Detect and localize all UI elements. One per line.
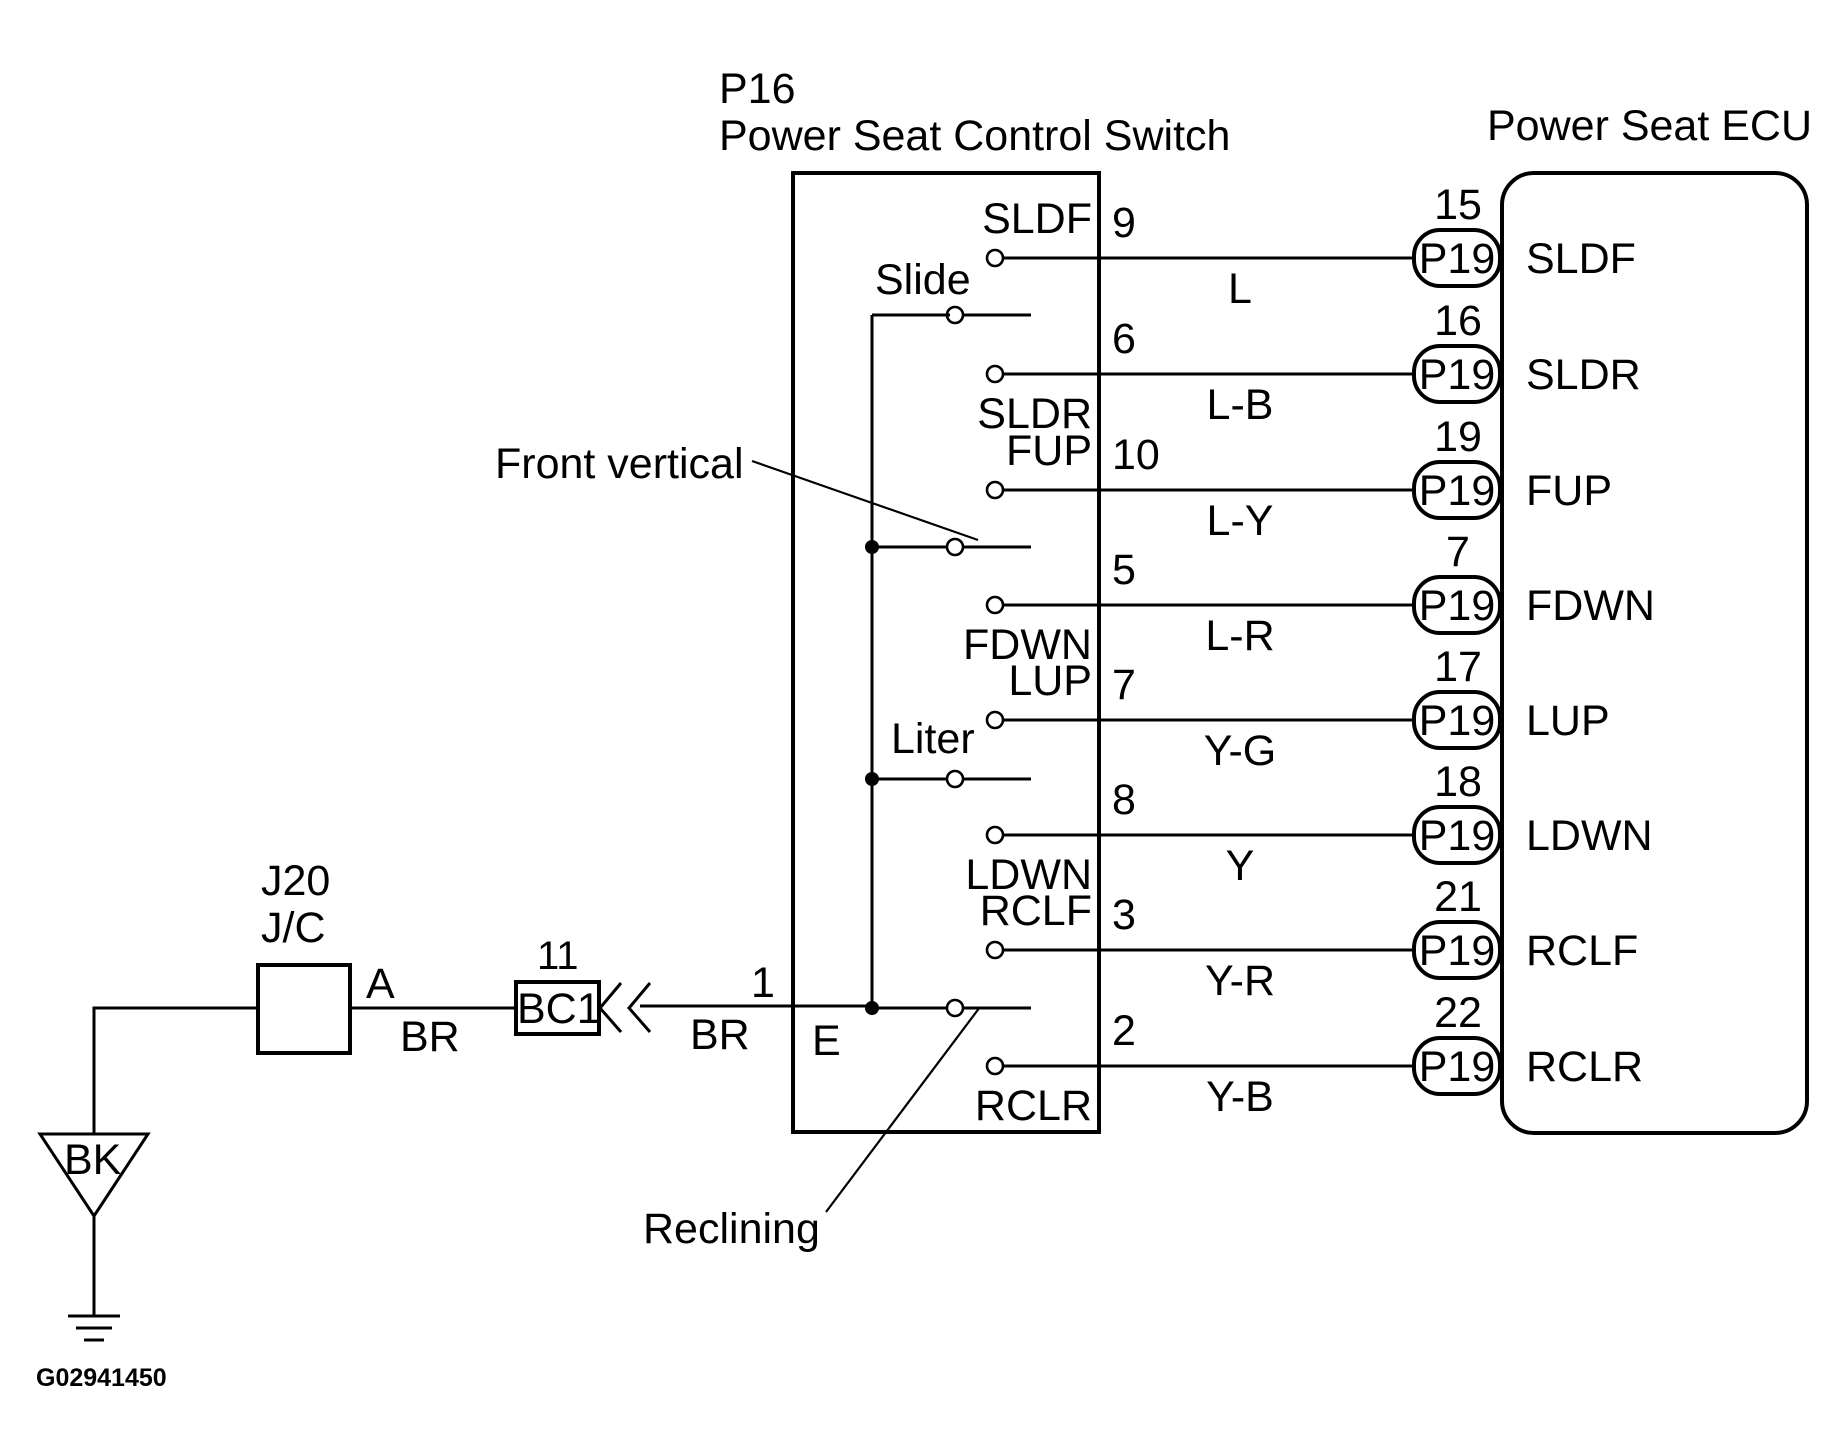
ground-terminal-label: E: [812, 1017, 841, 1065]
switch-terminal-sldf: SLDF: [982, 195, 1092, 243]
switch-terminal-fdwn: FDWN: [963, 621, 1092, 669]
switch-terminal-lup: LUP: [1008, 657, 1092, 705]
switch-contact-rclf: [985, 940, 1005, 960]
switch-blade-contact-4: [945, 998, 965, 1018]
reclining-leader: [825, 1006, 981, 1213]
ecu-pin-lup: 17: [1434, 643, 1482, 691]
ground-lead: [92, 1006, 258, 1134]
ecu-body: [1500, 171, 1809, 1135]
switch-pin-rclf: 3: [1112, 891, 1136, 939]
ecu-connector-label-fup: P19: [1419, 467, 1496, 515]
front-vertical-leader: [751, 459, 979, 542]
ecu-pin-fup: 19: [1434, 413, 1482, 461]
ecu-connector-label-lup: P19: [1419, 697, 1496, 745]
wire-color-br-right: BR: [690, 1011, 750, 1059]
ecu-pin-fdwn: 7: [1446, 528, 1470, 576]
switch-blade-contact-2: [945, 537, 965, 557]
switch-terminal-rclr: RCLR: [975, 1082, 1092, 1130]
switch-blade-contact-3: [945, 769, 965, 789]
ecu-connector-label-rclr: P19: [1419, 1043, 1496, 1091]
bc1-arrow-outer-icon: [627, 982, 652, 1033]
group-label-front-vertical: Front vertical: [495, 440, 744, 488]
switch-contact-rclr: [985, 1056, 1005, 1076]
group-label-reclining: Reclining: [643, 1205, 820, 1253]
ecu-pin-sldr: 16: [1434, 297, 1482, 345]
ground-point-label: BK: [64, 1136, 122, 1184]
switch-terminal-fup: FUP: [1006, 427, 1092, 475]
switch-terminal-ldwn: LDWN: [965, 851, 1092, 899]
junction-name: J/C: [261, 904, 326, 952]
ecu-terminal-rclf: RCLF: [1526, 927, 1638, 975]
ecu-connector-label-ldwn: P19: [1419, 812, 1496, 860]
wire-color-fdwn: L-R: [1205, 612, 1274, 660]
ecu-terminal-fup: FUP: [1526, 467, 1612, 515]
ecu-pin-ldwn: 18: [1434, 758, 1482, 806]
group-label-liter: Liter: [891, 715, 975, 763]
bc1-connector-label: BC1: [517, 985, 601, 1033]
ecu-connector-label-sldr: P19: [1419, 351, 1496, 399]
switch-contact-sldf: [985, 248, 1005, 268]
ecu-terminal-ldwn: LDWN: [1526, 812, 1653, 860]
ecu-pin-rclr: 22: [1434, 989, 1482, 1037]
switch-body: [791, 171, 1101, 1134]
ecu-connector-lup: [1412, 690, 1502, 750]
switch-contact-fdwn: [985, 595, 1005, 615]
ecu-connector-label-fdwn: P19: [1419, 582, 1496, 630]
ecu-pin-sldf: 15: [1434, 181, 1482, 229]
wire-color-sldr: L-B: [1207, 381, 1274, 429]
switch-pin-ldwn: 8: [1112, 776, 1136, 824]
switch-pin-sldf: 9: [1112, 199, 1136, 247]
ecu-connector-ldwn: [1412, 805, 1502, 865]
ecu-pin-rclf: 21: [1434, 873, 1482, 921]
ecu-terminal-fdwn: FDWN: [1526, 582, 1655, 630]
junction-terminal: A: [366, 960, 395, 1008]
switch-pin-lup: 7: [1112, 661, 1136, 709]
wire-color-rclf: Y-R: [1205, 957, 1275, 1005]
junction-id: J20: [261, 857, 330, 905]
ecu-connector-fup: [1412, 460, 1502, 520]
ecu-connector-rclr: [1412, 1036, 1502, 1096]
group-label-slide: Slide: [875, 256, 971, 304]
wire-color-fup: L-Y: [1207, 497, 1274, 545]
switch-pin-fup: 10: [1112, 431, 1160, 479]
switch-contact-ldwn: [985, 825, 1005, 845]
ecu-connector-label-sldf: P19: [1419, 235, 1496, 283]
ground-pin-number: 1: [751, 959, 775, 1007]
bc1-pin-number: 11: [537, 934, 579, 978]
figure-code: G02941450: [36, 1364, 167, 1392]
ground-point-triangle: [37, 1132, 151, 1219]
switch-pin-rclr: 2: [1112, 1007, 1136, 1055]
switch-contact-fup: [985, 480, 1005, 500]
switch-pin-fdwn: 5: [1112, 546, 1136, 594]
ecu-terminal-sldf: SLDF: [1526, 235, 1636, 283]
wire-color-br-left: BR: [400, 1013, 460, 1061]
junction-box: [256, 963, 352, 1055]
switch-contact-lup: [985, 710, 1005, 730]
ecu-terminal-sldr: SLDR: [1526, 351, 1641, 399]
switch-contact-sldr: [985, 364, 1005, 384]
wire-color-sldf: L: [1228, 265, 1252, 313]
switch-pin-sldr: 6: [1112, 315, 1136, 363]
ecu-connector-sldf: [1412, 228, 1502, 288]
ecu-connector-label-rclf: P19: [1419, 927, 1496, 975]
bc1-arrow-inner-icon: [598, 982, 623, 1033]
ecu-connector-rclf: [1412, 920, 1502, 980]
ecu-connector-sldr: [1412, 344, 1502, 404]
switch-id: P16: [719, 65, 796, 113]
switch-terminal-rclf: RCLF: [980, 887, 1092, 935]
ecu-terminal-lup: LUP: [1526, 697, 1610, 745]
switch-name: Power Seat Control Switch: [719, 112, 1230, 160]
wire-color-rclr: Y-B: [1206, 1073, 1274, 1121]
switch-terminal-sldr: SLDR: [977, 390, 1092, 438]
ecu-terminal-rclr: RCLR: [1526, 1043, 1643, 1091]
wire-color-ldwn: Y: [1226, 842, 1255, 890]
ecu-connector-fdwn: [1412, 575, 1502, 635]
ecu-name: Power Seat ECU: [1487, 102, 1812, 150]
wire-color-lup: Y-G: [1204, 727, 1277, 775]
